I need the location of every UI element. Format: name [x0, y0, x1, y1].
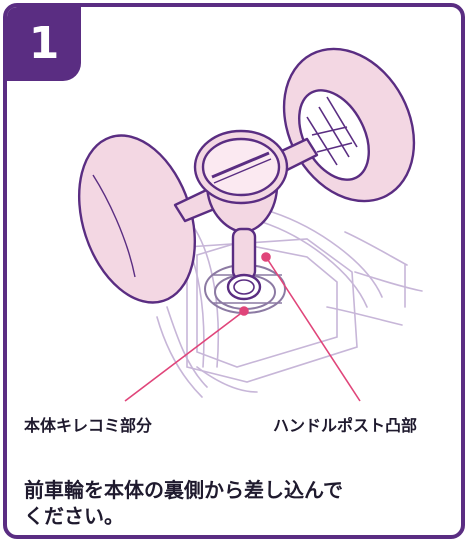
- callout-body-notch-label: 本体キレコミ部分: [24, 416, 153, 435]
- instruction-card: 1: [3, 3, 465, 539]
- instruction-line-1: 前車輪を本体の裏側から差し込んで: [24, 478, 343, 502]
- callout-lines: [124, 252, 361, 402]
- assembly-illustration: [77, 47, 423, 402]
- instruction-text: 前車輪を本体の裏側から差し込んで ください。: [24, 477, 444, 529]
- step-number-badge: 1: [7, 7, 81, 81]
- instruction-line-2: ください。: [24, 504, 124, 528]
- right-wheel: [282, 47, 416, 203]
- vehicle-body-outline: [156, 211, 423, 398]
- callout-handle-post-label: ハンドルポスト凸部: [273, 416, 418, 435]
- front-axle-assembly: [173, 129, 319, 301]
